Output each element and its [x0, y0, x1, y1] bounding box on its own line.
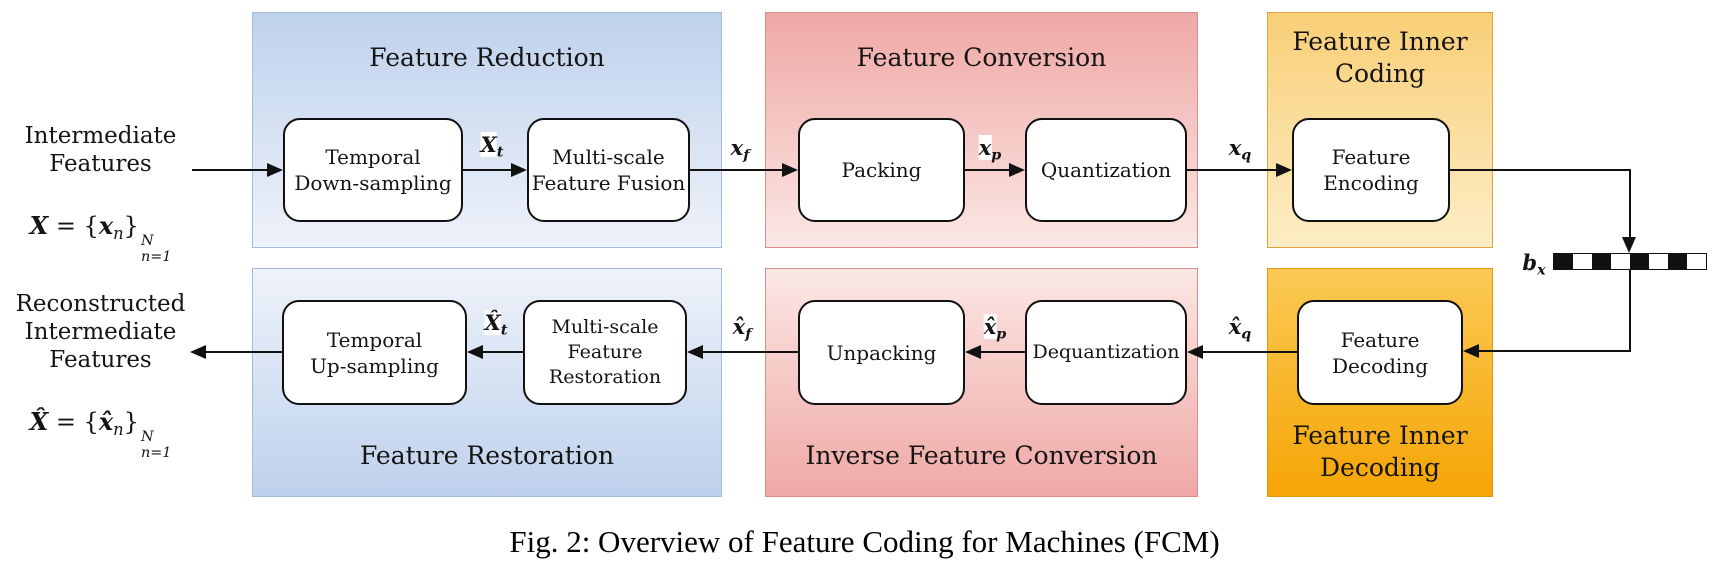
signal-label-xq: xq: [1228, 135, 1252, 164]
signal-label-xt-hat: X̂t: [484, 310, 508, 339]
signal-label-xt: Xt: [480, 132, 504, 161]
arrowhead-output: [190, 345, 206, 359]
bitstream-cell: [1649, 254, 1668, 269]
connector-xt: [463, 169, 513, 171]
group-title-feature-reduction: Feature Reduction: [369, 43, 605, 72]
connector-xt-hat: [481, 351, 523, 353]
connector-bitstream-left: [1477, 350, 1631, 352]
block-feature-decoding: Feature Decoding: [1297, 300, 1463, 405]
connector-encoder-out-horizontal: [1450, 169, 1631, 171]
group-title-inverse-feature-conversion: Inverse Feature Conversion: [805, 441, 1158, 470]
block-packing: Packing: [798, 118, 965, 222]
bitstream-cell: [1592, 254, 1611, 269]
output-label-text: Reconstructed Intermediate Features: [15, 291, 186, 374]
output-label: Reconstructed Intermediate Features X̂ =…: [8, 262, 193, 490]
block-dequantization: Dequantization: [1025, 300, 1187, 405]
arrowhead-input: [267, 163, 283, 177]
arrowhead-xf: [782, 163, 798, 177]
block-multi-scale-feature-restoration: Multi-scale Feature Restoration: [523, 300, 687, 405]
connector-xq: [1187, 169, 1278, 171]
arrowhead-to-bitstream: [1622, 237, 1636, 253]
block-unpacking: Unpacking: [798, 300, 965, 405]
connector-encoder-out-vertical: [1629, 169, 1631, 239]
figure-caption: Fig. 2: Overview of Feature Coding for M…: [509, 524, 1220, 559]
group-title-feature-inner-coding: Feature Inner Coding: [1292, 27, 1468, 88]
bitstream-cell: [1611, 254, 1630, 269]
arrowhead-xq: [1276, 163, 1292, 177]
arrowhead-xp: [1009, 163, 1025, 177]
arrowhead-to-feature-decoding: [1463, 344, 1479, 358]
connector-output: [204, 351, 282, 353]
signal-label-xq-hat: x̂q: [1228, 314, 1252, 343]
arrowhead-xt: [511, 163, 527, 177]
connector-xf-hat: [701, 351, 798, 353]
block-multi-scale-feature-fusion: Multi-scale Feature Fusion: [527, 118, 690, 222]
signal-label-xp-hat: x̂p: [983, 314, 1007, 343]
group-title-feature-conversion: Feature Conversion: [856, 43, 1107, 72]
arrowhead-xf-hat: [687, 345, 703, 359]
bitstream-bar: [1553, 253, 1707, 270]
group-title-feature-inner-decoding: Feature Inner Decoding: [1292, 421, 1468, 482]
bitstream-cell: [1668, 254, 1687, 269]
connector-bitstream-down: [1629, 270, 1631, 351]
signal-label-xf: xf: [730, 135, 750, 164]
signal-label-bx: bx: [1522, 250, 1546, 279]
connector-input: [192, 169, 272, 171]
arrowhead-xt-hat: [467, 345, 483, 359]
block-quantization: Quantization: [1025, 118, 1187, 222]
bitstream-cell: [1687, 254, 1706, 269]
connector-xq-hat: [1201, 351, 1297, 353]
signal-label-xp: xp: [978, 135, 1002, 164]
bitstream-cell: [1630, 254, 1649, 269]
block-feature-encoding: Feature Encoding: [1292, 118, 1450, 222]
bitstream-cell: [1554, 254, 1573, 269]
arrowhead-xp-hat: [965, 345, 981, 359]
block-temporal-down-sampling: Temporal Down-sampling: [283, 118, 463, 222]
connector-xf: [690, 169, 784, 171]
connector-xp-hat: [979, 351, 1025, 353]
bitstream-cell: [1573, 254, 1592, 269]
group-title-feature-restoration: Feature Restoration: [359, 441, 615, 470]
signal-label-xf-hat: x̂f: [732, 314, 752, 343]
arrowhead-xq-hat: [1187, 345, 1203, 359]
connector-xp: [965, 169, 1011, 171]
input-label-text: Intermediate Features: [24, 123, 177, 178]
block-temporal-up-sampling: Temporal Up-sampling: [282, 300, 467, 405]
